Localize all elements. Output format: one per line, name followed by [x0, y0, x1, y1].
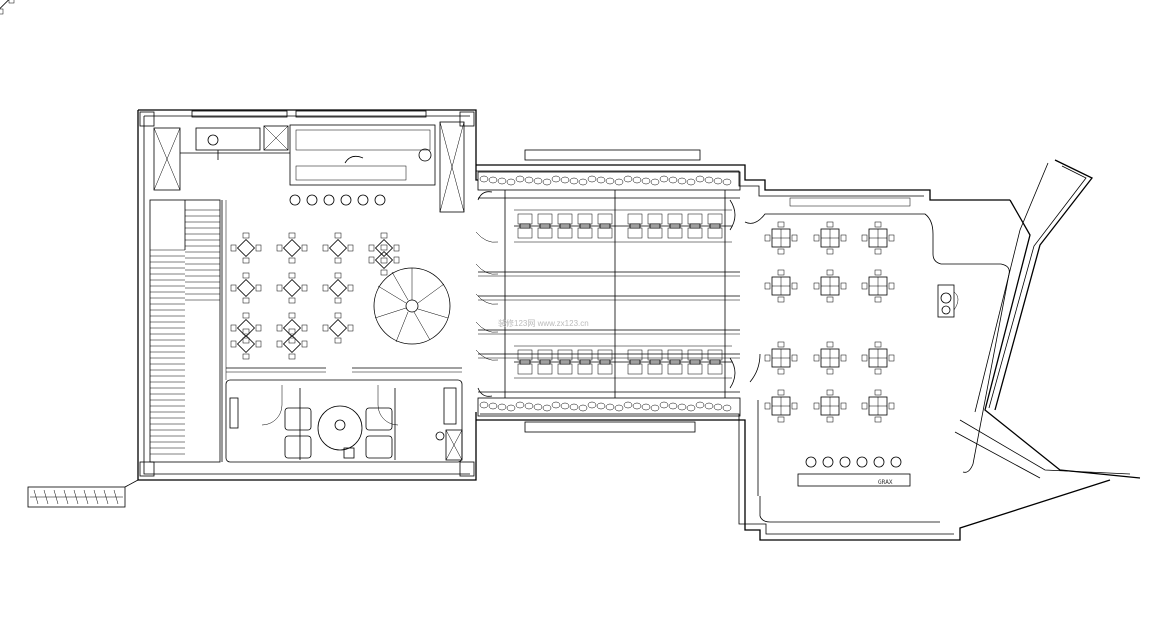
booth-seating — [514, 209, 732, 379]
middle-band — [475, 149, 741, 433]
table-with-chairs — [861, 389, 895, 423]
table-with-chairs — [764, 269, 798, 303]
table-with-chairs — [368, 232, 400, 264]
table-with-chairs — [861, 221, 895, 255]
booth-chair — [577, 213, 593, 239]
table-with-chairs — [322, 232, 354, 264]
table-with-chairs — [764, 221, 798, 255]
table-with-chairs — [230, 272, 262, 304]
table-with-chairs — [813, 269, 847, 303]
table-with-chairs — [368, 244, 400, 276]
column — [139, 461, 155, 477]
outer-walls — [27, 109, 1141, 541]
right-hall: GRAX — [744, 197, 1010, 523]
restroom-block — [225, 367, 463, 463]
table-with-chairs — [276, 312, 308, 344]
table-with-chairs — [322, 272, 354, 304]
spiral-stair — [373, 267, 451, 345]
column — [459, 461, 475, 477]
counter-bottom-right — [797, 473, 911, 487]
table-with-chairs — [813, 389, 847, 423]
table-with-chairs — [230, 312, 262, 344]
annotation-label: GRAX — [878, 479, 893, 486]
table-with-chairs — [764, 341, 798, 375]
dining-tables-left — [0, 0, 15, 15]
bar-stools — [289, 194, 386, 206]
table-with-chairs — [322, 312, 354, 344]
kitchen-counter — [289, 124, 436, 186]
table-with-chairs — [230, 328, 262, 360]
ground-hatch-strip — [27, 486, 126, 508]
table-with-chairs — [813, 221, 847, 255]
dining-tables-left-grid — [230, 232, 400, 360]
table-with-chairs — [764, 389, 798, 423]
table-with-chairs — [276, 232, 308, 264]
left-block — [0, 0, 475, 477]
planter-bottom — [477, 397, 741, 417]
table-with-chairs — [861, 269, 895, 303]
table-with-chairs — [861, 341, 895, 375]
table-with-chairs — [230, 232, 262, 264]
dining-tables-right — [764, 221, 895, 423]
watermark-text: 装修123网 www.zx123.cn — [498, 318, 589, 328]
straight-stair — [149, 199, 221, 463]
table-with-chairs — [276, 328, 308, 360]
planter-top — [477, 171, 741, 191]
table-with-chairs — [276, 272, 308, 304]
round-stools-right — [805, 456, 902, 468]
table-with-chairs — [813, 341, 847, 375]
column — [459, 111, 475, 127]
column — [139, 111, 155, 127]
accessible-toilet-symbol — [317, 405, 363, 451]
